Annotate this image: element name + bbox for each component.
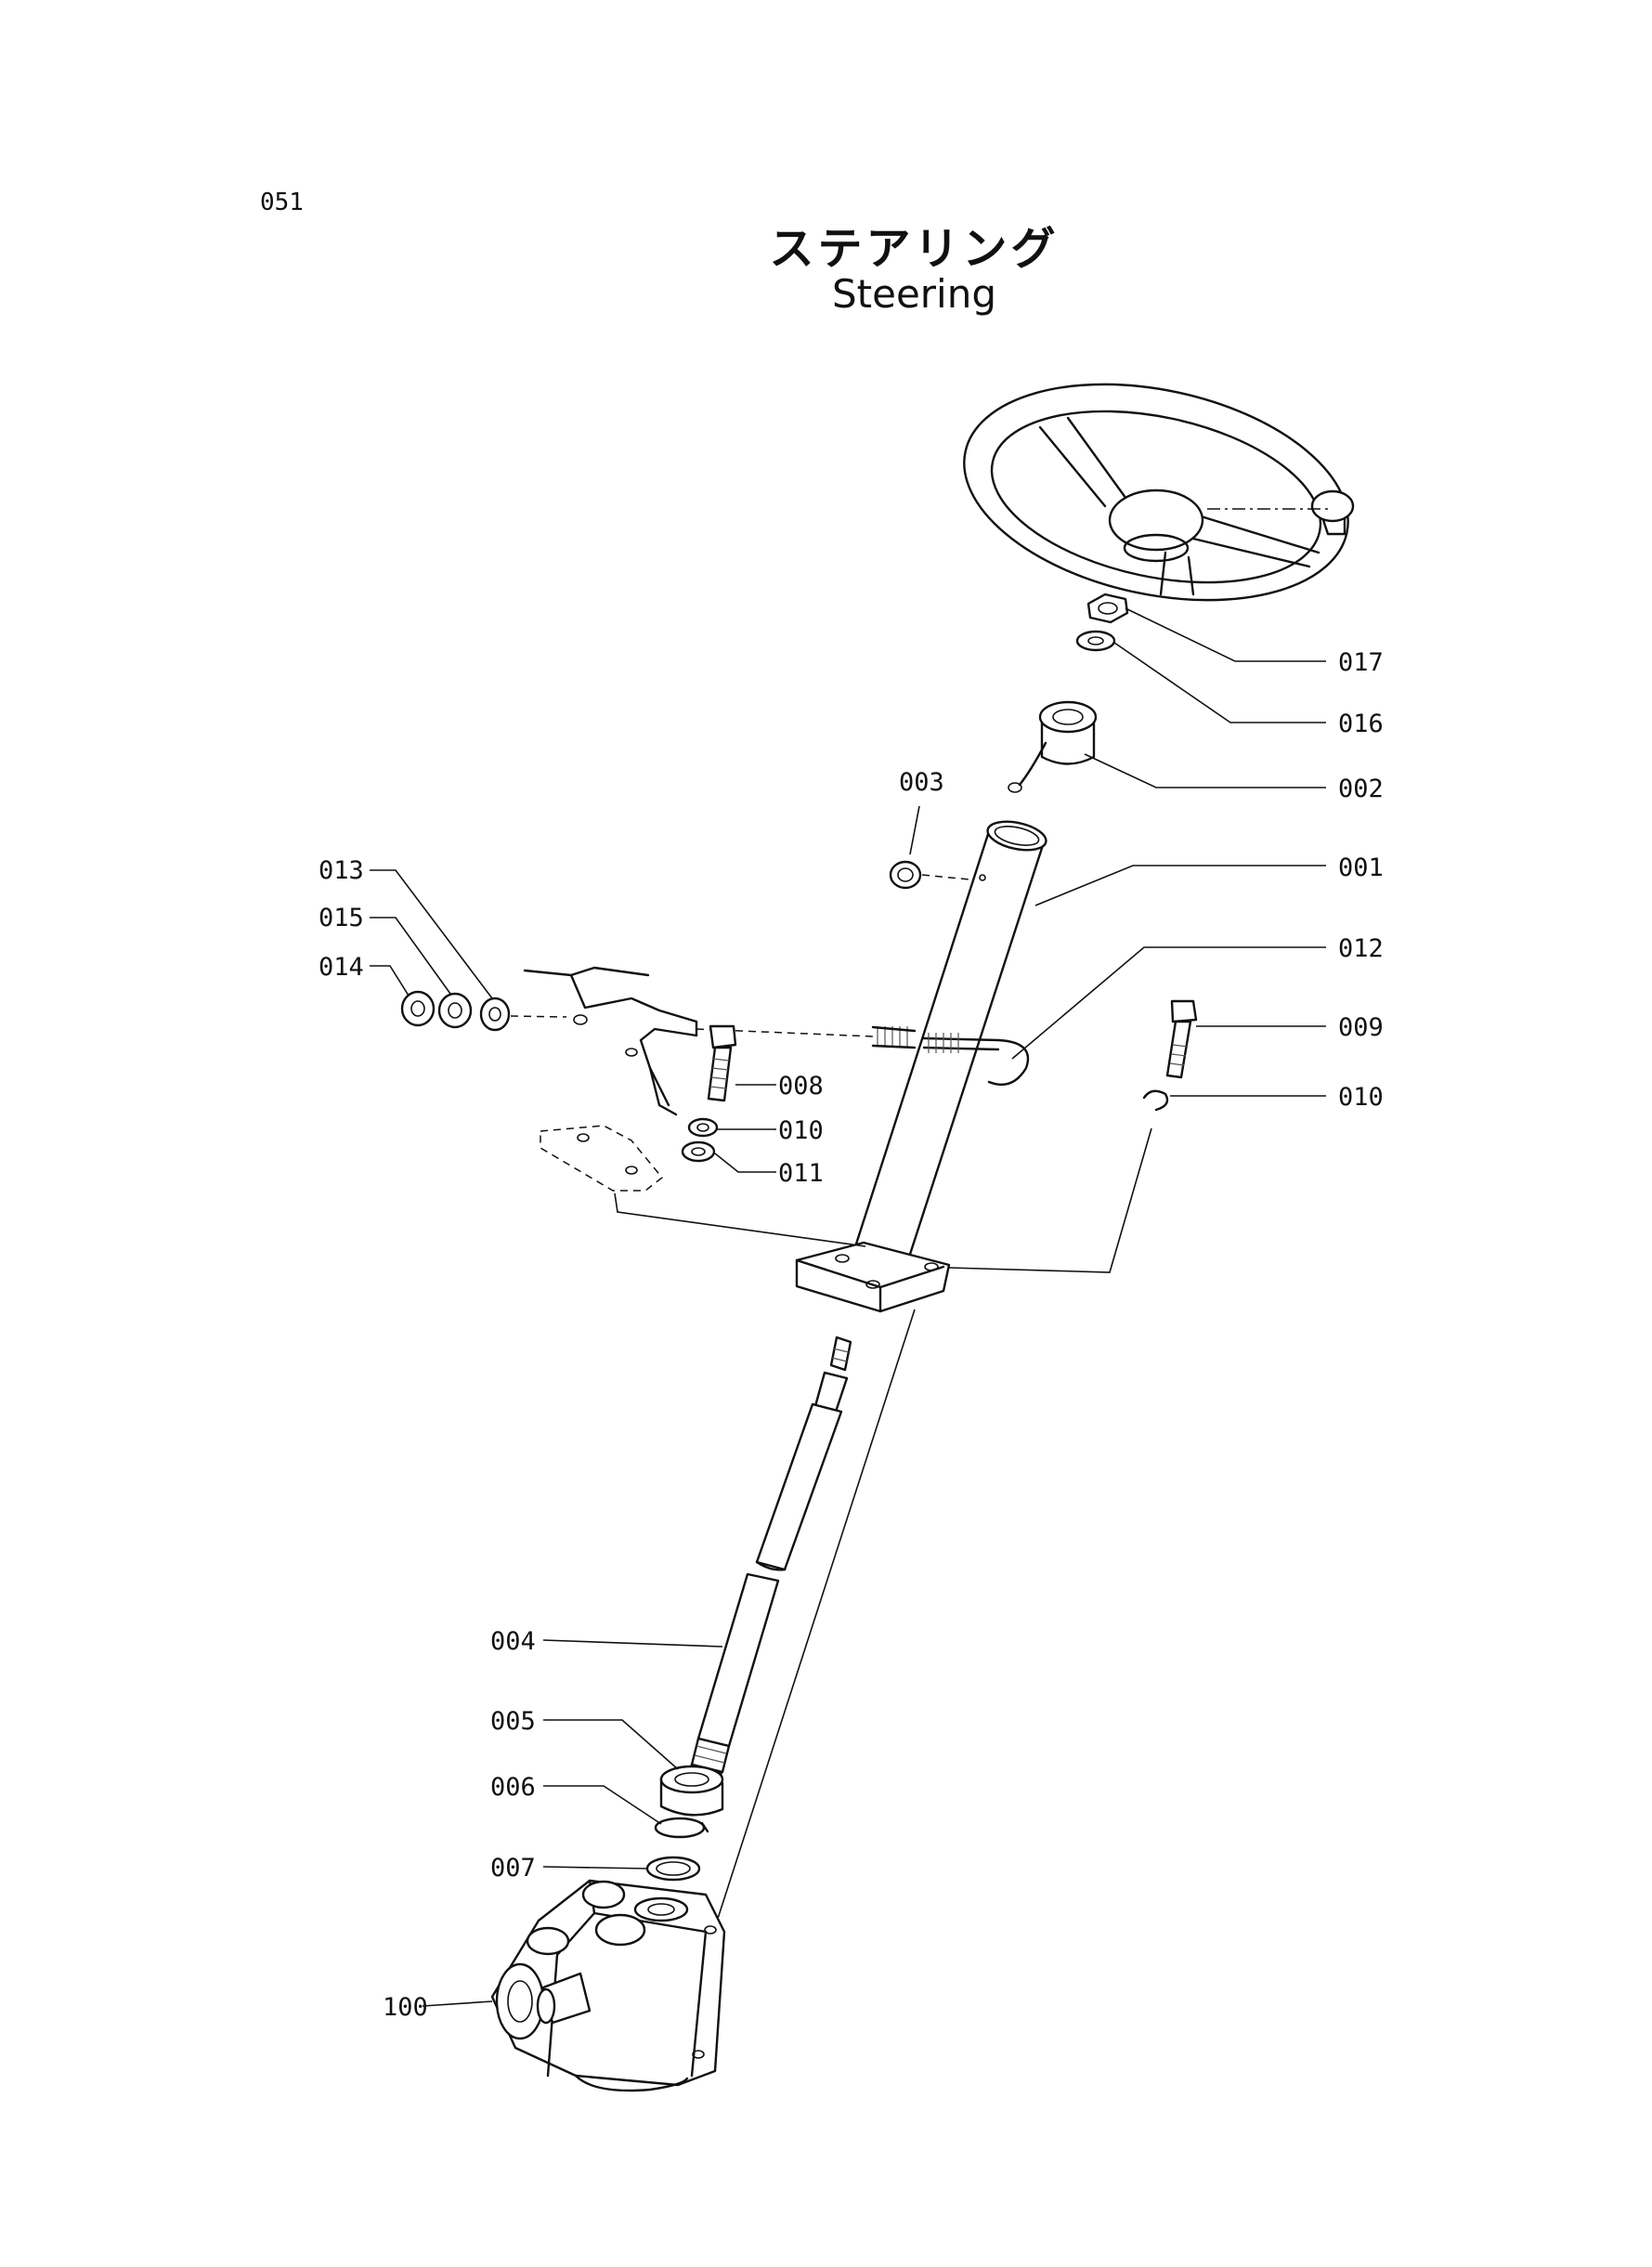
part-014-nut	[400, 990, 436, 1027]
steering-wheel	[963, 383, 1355, 602]
label-017: 017	[1338, 648, 1384, 677]
label-012: 012	[1338, 934, 1384, 963]
label-007: 007	[490, 1854, 536, 1883]
page-number: 051	[260, 189, 304, 216]
mounting-plate-dashed	[540, 1125, 866, 1247]
part-013-washer	[479, 997, 567, 1032]
part-006-snap-ring	[654, 1817, 709, 1839]
label-006: 006	[490, 1773, 536, 1802]
part-010-lock-washer-right	[948, 1089, 1169, 1273]
title-japanese: ステアリング	[769, 223, 1060, 275]
label-014: 014	[319, 953, 364, 982]
leader-lines	[370, 607, 1326, 2007]
part-004-steering-shaft	[683, 1335, 852, 1804]
label-011: 011	[778, 1159, 824, 1188]
part-007-snap-ring	[645, 1856, 701, 1882]
label-008: 008	[778, 1072, 824, 1101]
part-003-plug	[889, 860, 981, 890]
label-004: 004	[490, 1627, 536, 1656]
part-002-bushing	[1008, 700, 1098, 793]
label-100: 100	[383, 1993, 428, 2022]
part-010-lock-washer-left	[687, 1117, 719, 1138]
part-001-column-tube	[795, 820, 1047, 1313]
label-003: 003	[899, 768, 944, 797]
part-017-nut	[1086, 593, 1129, 624]
label-009: 009	[1338, 1013, 1384, 1042]
label-013: 013	[319, 856, 364, 885]
part-016-washer	[1075, 630, 1116, 652]
part-011-washer	[681, 1140, 716, 1163]
part-012-u-bolt	[871, 1025, 1030, 1087]
label-005: 005	[490, 1707, 536, 1736]
label-010-right: 010	[1338, 1083, 1384, 1112]
part-015-washer	[437, 992, 473, 1029]
part-009-bolt	[1165, 999, 1198, 1079]
label-016: 016	[1338, 710, 1384, 738]
part-008-bolt	[707, 1024, 737, 1102]
label-001: 001	[1338, 853, 1384, 882]
title-english: Steering	[831, 271, 997, 317]
center-line	[714, 1309, 916, 1928]
label-002: 002	[1338, 775, 1384, 803]
part-005-bearing	[659, 1765, 724, 1817]
part-100-steering-valve	[490, 1879, 726, 2092]
label-010-left: 010	[778, 1116, 824, 1145]
label-015: 015	[319, 904, 364, 932]
callout-labels: 017 016 002 003 001 012 013 015 014 009 …	[319, 648, 1384, 2022]
